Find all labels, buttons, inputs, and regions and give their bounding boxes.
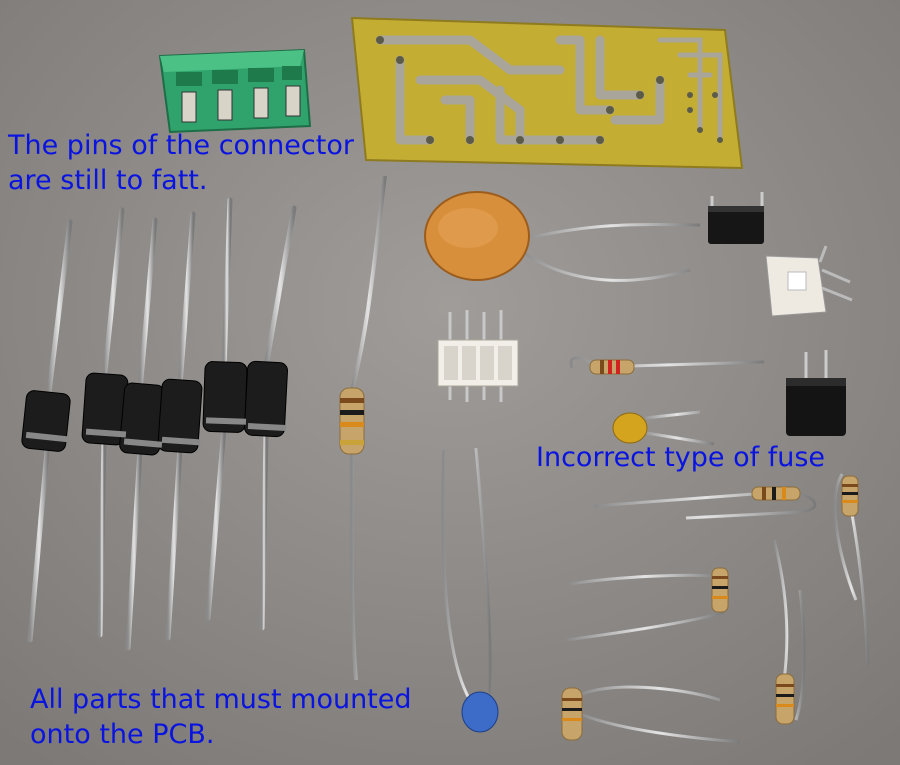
- parts-caption-line1: All parts that must mounted: [30, 684, 412, 715]
- ceramic-capacitor-blue: [441, 447, 499, 733]
- resistor-vertical: [339, 175, 387, 681]
- rectifier-diodes: [21, 197, 297, 651]
- connector-caption-line1: The pins of the connector: [8, 130, 354, 161]
- pcb-board: [350, 16, 744, 170]
- parts-caption: All parts that must mounted onto the PCB…: [30, 682, 412, 752]
- optocoupler-ic: [708, 192, 764, 244]
- pin-header: [437, 310, 519, 402]
- resistor-small-3: [565, 567, 729, 642]
- connector-caption-line2: are still to fatt.: [8, 165, 208, 196]
- resistor-curved: [833, 473, 870, 667]
- connector-caption: The pins of the connector are still to f…: [8, 128, 354, 198]
- fuse-caption-line1: Incorrect type of fuse: [536, 442, 825, 473]
- fuse-caption: Incorrect type of fuse: [536, 440, 825, 475]
- resistor-small-5: [772, 539, 806, 725]
- resistor-small-4: [561, 685, 741, 744]
- parts-caption-line2: onto the PCB.: [30, 719, 215, 750]
- resistor-small-1: [569, 356, 765, 375]
- terminal-block-connector: [158, 48, 312, 134]
- tantalum-capacitor: [612, 410, 715, 446]
- white-module: [765, 245, 853, 317]
- resistor-small-2: [593, 486, 817, 520]
- disc-capacitor: [424, 191, 701, 282]
- fuse-component: [786, 350, 846, 436]
